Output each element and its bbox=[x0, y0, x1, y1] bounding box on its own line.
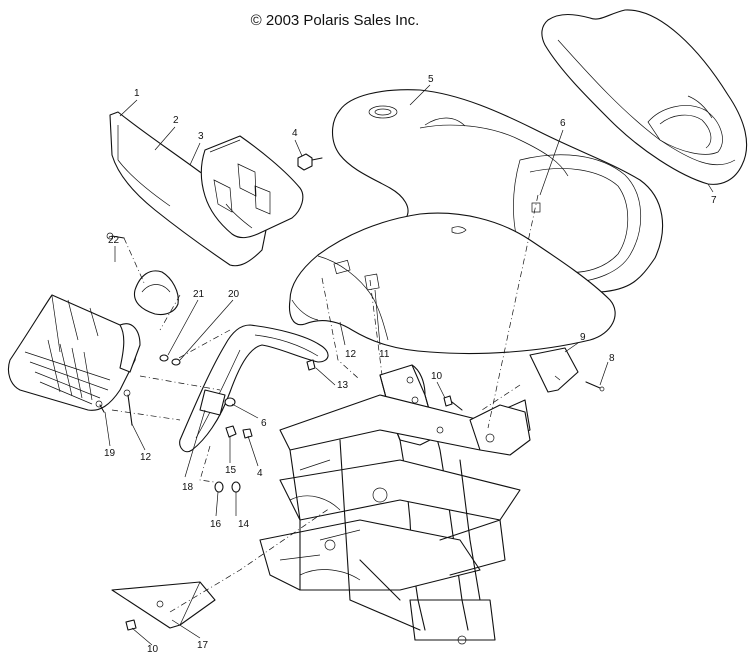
callout-19: 19 bbox=[104, 448, 116, 459]
callout-10b: 10 bbox=[147, 644, 159, 654]
callout-16: 16 bbox=[210, 519, 222, 530]
callout-4: 4 bbox=[292, 128, 298, 139]
callout-6b: 6 bbox=[261, 418, 267, 429]
part-bottom-guard bbox=[111, 581, 216, 629]
callout-18: 18 bbox=[182, 482, 194, 493]
callout-20: 20 bbox=[228, 289, 240, 300]
callout-11: 11 bbox=[379, 349, 390, 360]
callout-1: 1 bbox=[134, 88, 140, 99]
part-fender-strip bbox=[179, 324, 329, 453]
callout-22: 22 bbox=[108, 235, 120, 246]
callout-labels: 1 2 3 4 5 6 7 22 21 20 12 11 9 8 13 10 6… bbox=[104, 74, 717, 654]
part-footwell bbox=[7, 294, 141, 411]
callout-3: 3 bbox=[198, 131, 204, 142]
callout-14: 14 bbox=[238, 519, 250, 530]
assembly-lines bbox=[111, 194, 539, 613]
callout-15: 15 bbox=[225, 465, 237, 476]
callout-9: 9 bbox=[580, 332, 586, 343]
callout-7: 7 bbox=[711, 195, 717, 206]
part-frame bbox=[259, 364, 531, 645]
callout-2: 2 bbox=[173, 115, 179, 126]
callout-21: 21 bbox=[193, 289, 205, 300]
callout-6: 6 bbox=[560, 118, 566, 129]
part-seat bbox=[541, 9, 748, 185]
callout-8: 8 bbox=[609, 353, 615, 364]
callout-17: 17 bbox=[197, 640, 209, 651]
callout-10: 10 bbox=[431, 371, 443, 382]
callout-5: 5 bbox=[428, 74, 434, 85]
part-rear-fender bbox=[288, 212, 616, 355]
part-mud-flap bbox=[133, 270, 179, 316]
callout-4b: 4 bbox=[257, 468, 263, 479]
fasteners bbox=[95, 153, 605, 631]
callout-12b: 12 bbox=[140, 452, 152, 463]
copyright-notice: © 2003 Polaris Sales Inc. bbox=[250, 12, 420, 29]
leader-lines bbox=[104, 84, 714, 646]
callout-13: 13 bbox=[337, 380, 349, 391]
part-side-panels bbox=[109, 111, 304, 267]
part-bracket-9 bbox=[529, 347, 579, 393]
callout-12: 12 bbox=[345, 349, 357, 360]
